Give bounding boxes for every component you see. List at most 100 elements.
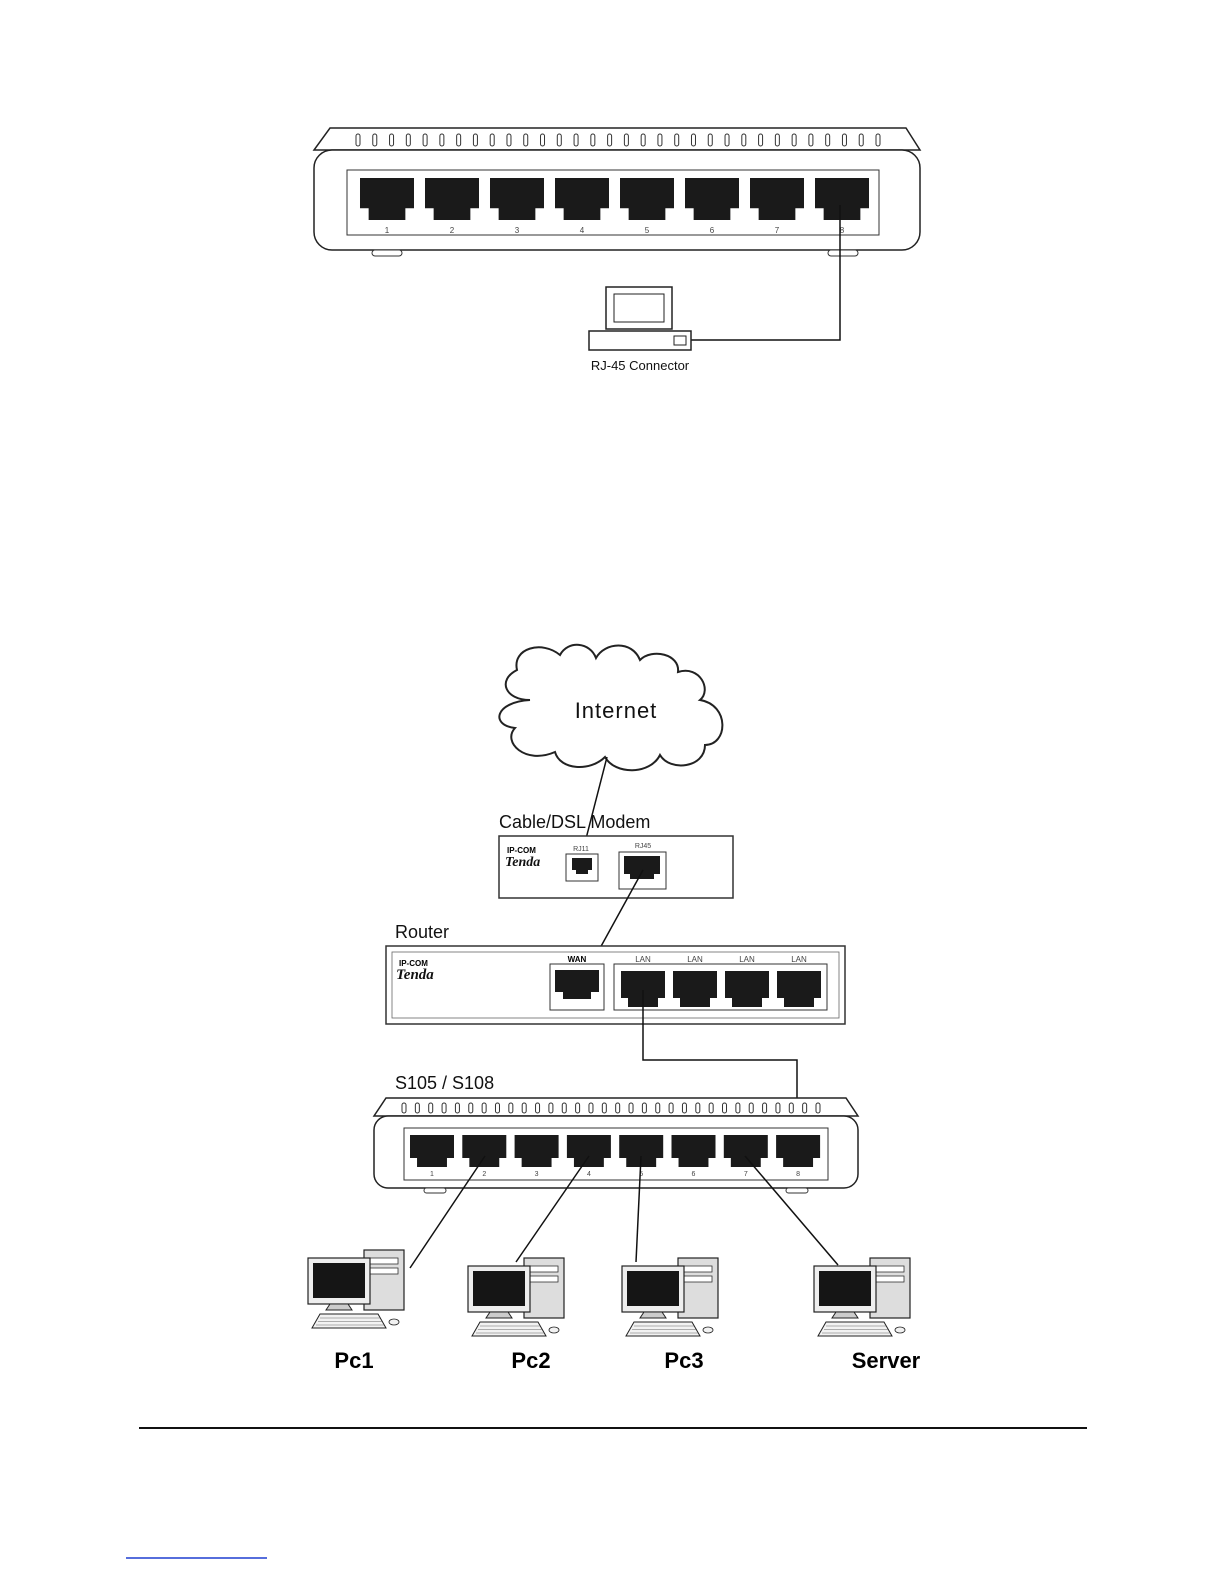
router-label: Router bbox=[395, 922, 449, 942]
drive-bay bbox=[370, 1268, 398, 1274]
switch-1-vent bbox=[876, 134, 880, 146]
switch-1-vent bbox=[624, 134, 628, 146]
keyboard bbox=[626, 1322, 700, 1336]
modem-port-rj45-label: RJ45 bbox=[635, 843, 651, 850]
switch-2-vent bbox=[656, 1103, 660, 1113]
switch-1-vent bbox=[809, 134, 813, 146]
computer-label: Pc2 bbox=[511, 1348, 550, 1373]
switch-1-vent bbox=[708, 134, 712, 146]
modem-device: Cable/DSL Modem IP-COM Tenda RJ11 RJ45 bbox=[499, 812, 733, 898]
switch-label: S105 / S108 bbox=[395, 1073, 494, 1093]
switch-2-vent bbox=[776, 1103, 780, 1113]
computer-server bbox=[814, 1258, 910, 1336]
switch-2-vent bbox=[696, 1103, 700, 1113]
switch-2-vent bbox=[415, 1103, 419, 1113]
switch-1-vent bbox=[406, 134, 410, 146]
switch-1-vent bbox=[440, 134, 444, 146]
switch-1-vent bbox=[507, 134, 511, 146]
drive-bay bbox=[530, 1266, 558, 1272]
switch-2-vent bbox=[562, 1103, 566, 1113]
switch-1-vent bbox=[826, 134, 830, 146]
switch-2-port-number: 4 bbox=[587, 1171, 591, 1178]
switch-2-vent bbox=[642, 1103, 646, 1113]
switch-1-vent bbox=[373, 134, 377, 146]
monitor-stand bbox=[326, 1304, 352, 1310]
router-lan-label: LAN bbox=[739, 955, 755, 964]
computer-pc3 bbox=[622, 1258, 718, 1336]
switch-1-port-number: 7 bbox=[775, 226, 780, 235]
switch-2-vent bbox=[455, 1103, 459, 1113]
drive-bay bbox=[684, 1276, 712, 1282]
switch-1-vent bbox=[591, 134, 595, 146]
computer-label: Pc1 bbox=[334, 1348, 373, 1373]
mouse bbox=[389, 1319, 399, 1325]
switch-1-vent bbox=[423, 134, 427, 146]
switch-2-vent bbox=[616, 1103, 620, 1113]
switch-1-port-number: 6 bbox=[710, 226, 715, 235]
switch-1-vent bbox=[675, 134, 679, 146]
switch-2-vent bbox=[402, 1103, 406, 1113]
router-brand-logo: Tenda bbox=[396, 967, 434, 983]
switch-1-vent bbox=[490, 134, 494, 146]
switch-1-vent bbox=[742, 134, 746, 146]
switch-1-vent bbox=[842, 134, 846, 146]
switch-2-vent bbox=[789, 1103, 793, 1113]
switch-2-port-number: 2 bbox=[482, 1171, 486, 1178]
connector-label: RJ-45 Connector bbox=[591, 358, 690, 373]
switch-2-vent bbox=[763, 1103, 767, 1113]
switch-2-vent bbox=[723, 1103, 727, 1113]
monitor-stand bbox=[832, 1312, 858, 1318]
router-lan-label: LAN bbox=[791, 955, 807, 964]
switch-2-vent bbox=[509, 1103, 513, 1113]
switch-1-vent bbox=[759, 134, 763, 146]
switch-1-foot-right bbox=[828, 250, 858, 256]
switch-2-vent bbox=[469, 1103, 473, 1113]
switch-2-vent bbox=[576, 1103, 580, 1113]
switch-2-vent bbox=[736, 1103, 740, 1113]
router-lan-label: LAN bbox=[635, 955, 651, 964]
switch-1-vent bbox=[541, 134, 545, 146]
switch-1-vent bbox=[641, 134, 645, 146]
switch-2-vent bbox=[669, 1103, 673, 1113]
switch-1-vent bbox=[775, 134, 779, 146]
computer-label: Server bbox=[852, 1348, 921, 1373]
switch-2-vent bbox=[709, 1103, 713, 1113]
computer-pc2 bbox=[468, 1258, 564, 1336]
switch-1-port-number: 3 bbox=[515, 226, 520, 235]
switch-2-vent bbox=[429, 1103, 433, 1113]
keyboard bbox=[472, 1322, 546, 1336]
switch-1-port-number: 1 bbox=[385, 226, 390, 235]
switch-2-vent bbox=[549, 1103, 553, 1113]
drive-bay bbox=[370, 1258, 398, 1264]
switch-2-vent bbox=[536, 1103, 540, 1113]
switch-2-vent bbox=[482, 1103, 486, 1113]
switch-2-vent bbox=[749, 1103, 753, 1113]
switch-1-port-number: 4 bbox=[580, 226, 585, 235]
switch-1-vent bbox=[658, 134, 662, 146]
switch-2-vent bbox=[682, 1103, 686, 1113]
drive-bay bbox=[876, 1266, 904, 1272]
switch-2-vent bbox=[442, 1103, 446, 1113]
router-lan-label: LAN bbox=[687, 955, 703, 964]
switch-1-port-number: 2 bbox=[450, 226, 455, 235]
internet-cloud: Internet bbox=[499, 645, 722, 770]
switch-1-vent bbox=[524, 134, 528, 146]
switch-1-vent bbox=[356, 134, 360, 146]
switch-1-vent bbox=[859, 134, 863, 146]
switch-2-foot-left bbox=[424, 1188, 446, 1193]
switch-1-foot-left bbox=[372, 250, 402, 256]
switch-1-vent bbox=[473, 134, 477, 146]
switch-2-vent bbox=[602, 1103, 606, 1113]
internet-label: Internet bbox=[575, 698, 658, 723]
monitor-screen bbox=[473, 1271, 525, 1306]
switch-2-port-number: 6 bbox=[692, 1171, 696, 1178]
switch-1-vent bbox=[691, 134, 695, 146]
mouse bbox=[549, 1327, 559, 1333]
modem-port-rj11-label: RJ11 bbox=[573, 846, 589, 853]
mouse bbox=[895, 1327, 905, 1333]
switch-2-port-number: 8 bbox=[796, 1171, 800, 1178]
